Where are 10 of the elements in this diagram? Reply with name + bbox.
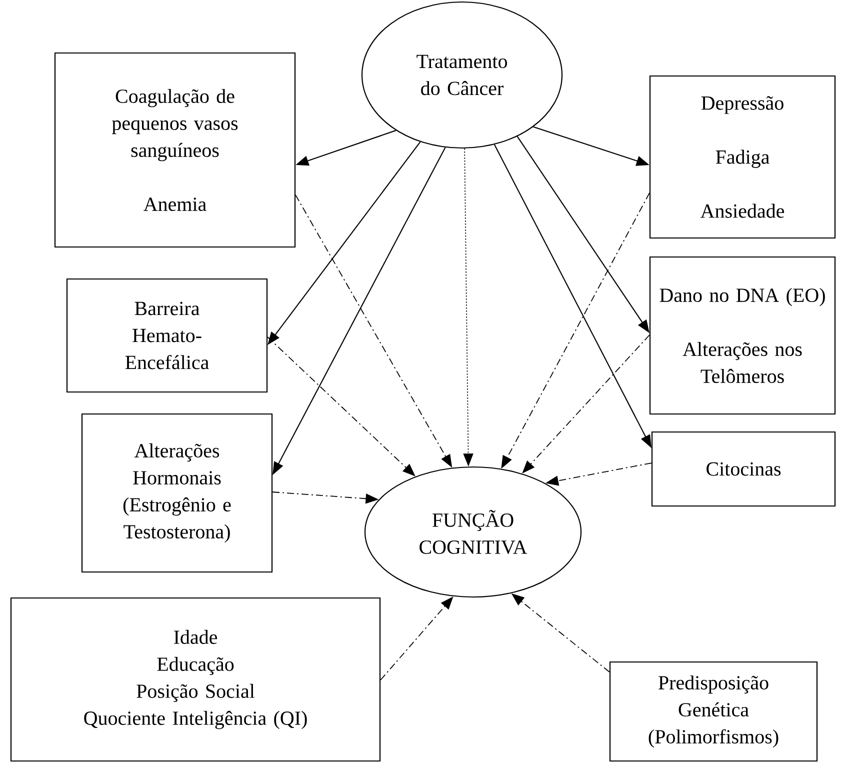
oval-node: Tratamento do Câncer [361, 1, 563, 149]
text-box: Idade Educação Posição Social Quociente Inteligência (QI) [10, 597, 381, 762]
text-box: Alterações Hormonais (Estrogênio e Testosterona) [81, 413, 273, 573]
text-box: Predisposição Genética (Polimorfismos) [609, 661, 818, 762]
oval-node: FUNÇÃO COGNITIVA [364, 466, 582, 598]
text-box: Coagulação de pequenos vasos sanguíneos Anemia [54, 52, 296, 248]
text-box: Depressão Fadiga Ansiedade [649, 75, 836, 239]
text-box: Dano no DNA (EO) Alterações nos Telômeros [649, 256, 836, 415]
text-box: Barreira Hemato-Encefálica [66, 278, 268, 393]
text-box: Citocinas [651, 431, 836, 507]
